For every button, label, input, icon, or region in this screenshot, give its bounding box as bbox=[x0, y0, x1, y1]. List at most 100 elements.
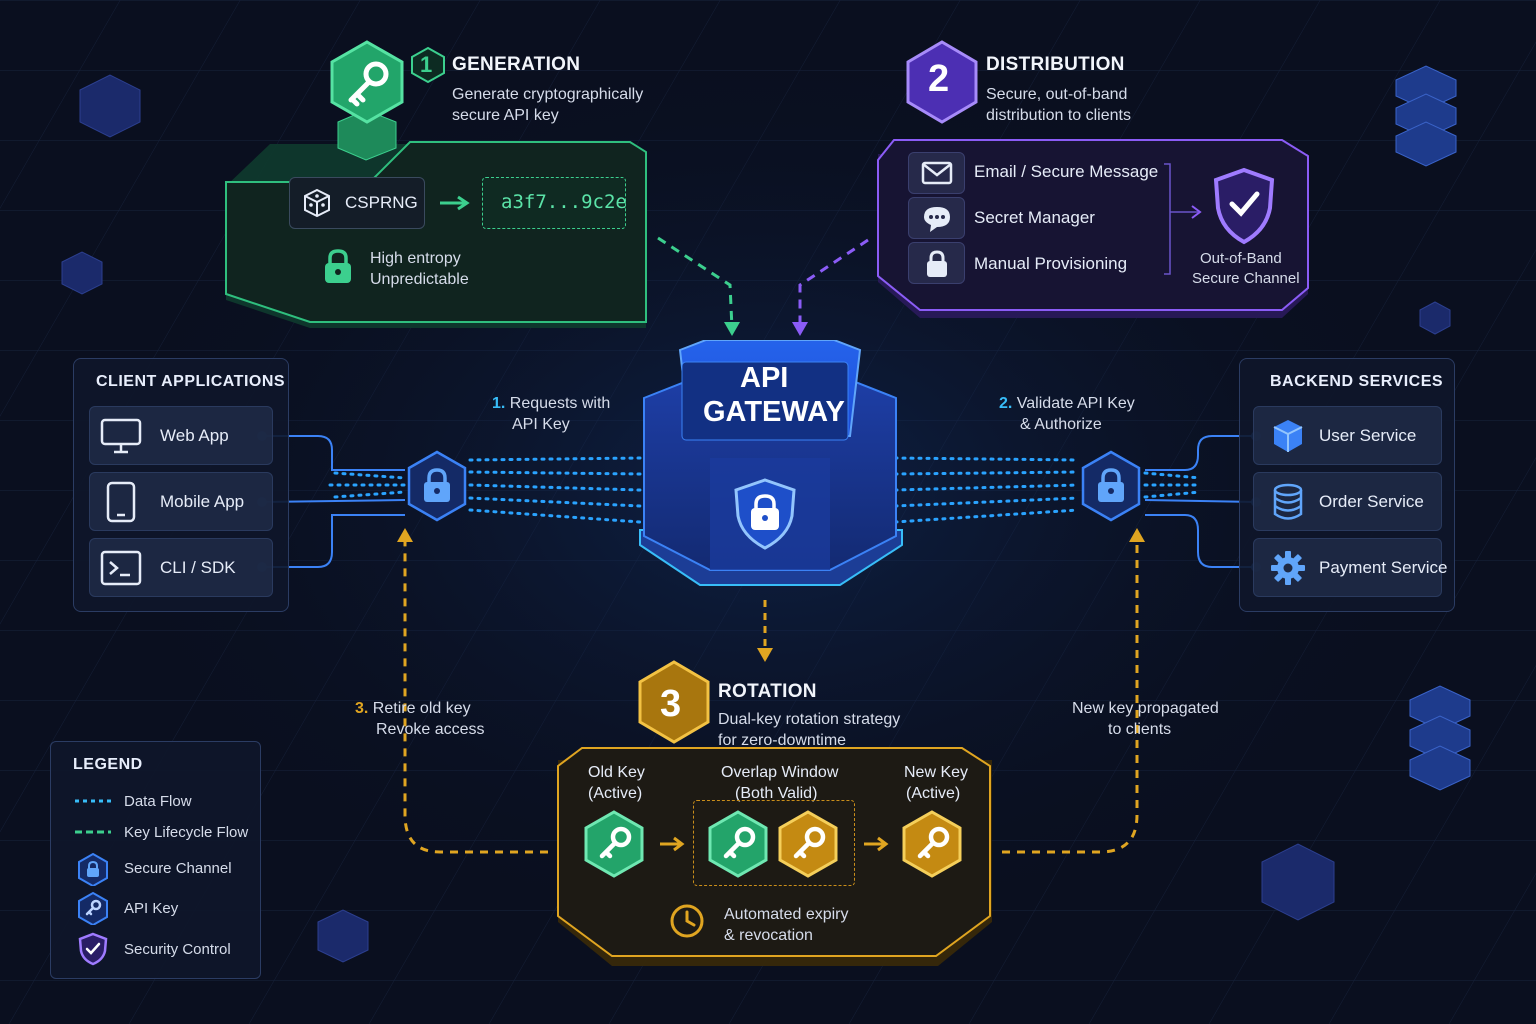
client-web-app-label: Web App bbox=[160, 426, 229, 445]
overlap-window-box bbox=[693, 800, 855, 886]
blue-dotted-line bbox=[75, 799, 111, 803]
lock-icon bbox=[927, 250, 947, 277]
retire-label: 3. Retire old key bbox=[355, 700, 471, 717]
propagate-flow-line bbox=[1002, 540, 1139, 854]
arrow-right-icon bbox=[660, 836, 685, 852]
gateway-title-1: API bbox=[740, 362, 789, 394]
legend-secure-channel: Secure Channel bbox=[124, 860, 232, 877]
server-stack-icon bbox=[1395, 65, 1471, 791]
distribution-flow-line bbox=[798, 238, 869, 328]
old-key-icon bbox=[584, 810, 644, 878]
overlap-label-1: Overlap Window bbox=[721, 764, 839, 781]
green-dashed-line bbox=[75, 830, 111, 834]
dice-icon bbox=[304, 188, 330, 218]
legend-api-key: API Key bbox=[124, 900, 179, 917]
monitor-icon bbox=[100, 418, 142, 454]
terminal-icon bbox=[100, 550, 142, 586]
distribution-item-email bbox=[908, 152, 965, 194]
backend-secure-channel-lock bbox=[1081, 450, 1141, 522]
client-mobile-app-label: Mobile App bbox=[160, 492, 245, 511]
lock-hexagon-icon bbox=[78, 852, 108, 886]
client-mobile-app[interactable]: Mobile App bbox=[89, 472, 273, 531]
rotation-keys bbox=[584, 810, 962, 878]
gateway-shield-icon bbox=[734, 478, 796, 550]
distribution-item-secret-manager bbox=[908, 197, 965, 239]
legend-data-flow: Data Flow bbox=[124, 793, 192, 810]
generation-number: 1 bbox=[420, 52, 433, 77]
propagate-label: New key propagated bbox=[1072, 700, 1219, 717]
requests-label: 1. Requests with bbox=[492, 395, 611, 412]
gear-icon bbox=[1271, 551, 1305, 585]
client-cli-sdk-label: CLI / SDK bbox=[160, 558, 236, 577]
legend-security-control: Security Control bbox=[124, 941, 231, 958]
generation-subtitle-1: Generate cryptographically bbox=[452, 86, 644, 103]
retire-flow-line bbox=[403, 540, 548, 854]
validate-label-2: & Authorize bbox=[1020, 416, 1102, 433]
rotation-subtitle-1: Dual-key rotation strategy bbox=[718, 711, 901, 728]
generation-number-badge bbox=[411, 46, 445, 84]
distribution-bracket bbox=[1164, 163, 1202, 275]
smartphone-icon bbox=[106, 481, 136, 523]
rotation-title: ROTATION bbox=[718, 681, 817, 702]
generation-title: GENERATION bbox=[452, 54, 581, 75]
backend-order-service[interactable]: Order Service bbox=[1253, 472, 1442, 531]
legend-key-lifecycle: Key Lifecycle Flow bbox=[124, 824, 249, 841]
distribution-item-email-label: Email / Secure Message bbox=[974, 162, 1159, 181]
backend-user-service-label: User Service bbox=[1319, 426, 1417, 445]
generated-key-box: a3f7...9c2e bbox=[482, 177, 627, 229]
generation-subtitle-2: secure API key bbox=[452, 107, 559, 124]
overlap-old-key-icon bbox=[708, 810, 768, 878]
csprng-box: CSPRNG bbox=[289, 177, 425, 229]
expiry-label-2: & revocation bbox=[724, 927, 813, 944]
csprng-label: CSPRNG bbox=[345, 193, 418, 212]
backend-connectors bbox=[1144, 435, 1257, 568]
gateway-title-2: GATEWAY bbox=[703, 396, 845, 428]
shield-check-icon bbox=[78, 932, 108, 966]
overlap-label-2: (Both Valid) bbox=[735, 785, 818, 802]
distribution-panel bbox=[877, 40, 1309, 318]
api-gateway bbox=[639, 340, 903, 586]
old-key-label-1: Old Key bbox=[588, 764, 645, 781]
retire-label-2: Revoke access bbox=[376, 721, 485, 738]
new-key-label-2: (Active) bbox=[906, 785, 961, 802]
client-cli-sdk[interactable]: CLI / SDK bbox=[89, 538, 273, 597]
validate-label: 2. Validate API Key bbox=[999, 395, 1135, 412]
generation-flow-line bbox=[657, 236, 734, 329]
chat-bubble-icon bbox=[924, 207, 950, 232]
channel-label-2: Secure Channel bbox=[1192, 270, 1300, 287]
distribution-item-secret-manager-label: Secret Manager bbox=[974, 208, 1095, 227]
backend-user-service[interactable]: User Service bbox=[1253, 406, 1442, 465]
client-web-app[interactable]: Web App bbox=[89, 406, 273, 465]
new-key-icon bbox=[902, 810, 962, 878]
backend-payment-service-label: Payment Service bbox=[1319, 558, 1448, 577]
rotation-subtitle-2: for zero-downtime bbox=[718, 732, 847, 749]
arrow-right-icon bbox=[864, 836, 889, 852]
rotation-number: 3 bbox=[660, 683, 682, 725]
channel-label-1: Out-of-Band bbox=[1200, 250, 1282, 267]
legend-title: LEGEND bbox=[73, 756, 143, 773]
shield-check-icon bbox=[1213, 167, 1275, 245]
distribution-item-manual-label: Manual Provisioning bbox=[974, 254, 1128, 273]
client-applications-title: CLIENT APPLICATIONS bbox=[96, 373, 286, 390]
rotation-panel bbox=[557, 660, 992, 966]
requests-label-2: API Key bbox=[512, 416, 570, 433]
generation-note-2: Unpredictable bbox=[370, 271, 469, 288]
overlap-new-key-icon bbox=[778, 810, 838, 878]
propagate-label-2: to clients bbox=[1108, 721, 1172, 738]
entropy-lock-icon bbox=[325, 249, 351, 283]
envelope-icon bbox=[921, 161, 953, 185]
data-flow-right bbox=[893, 456, 1202, 524]
clock-icon bbox=[670, 904, 704, 938]
key-hexagon-icon bbox=[78, 891, 108, 925]
client-secure-channel-lock bbox=[407, 450, 467, 522]
arrow-right-icon bbox=[440, 195, 470, 211]
cube-icon bbox=[1273, 420, 1303, 452]
backend-payment-service[interactable]: Payment Service bbox=[1253, 538, 1448, 597]
database-icon bbox=[1273, 483, 1303, 520]
old-key-label-2: (Active) bbox=[588, 785, 643, 802]
distribution-subtitle-2: distribution to clients bbox=[986, 107, 1131, 124]
backend-order-service-label: Order Service bbox=[1319, 492, 1424, 511]
distribution-subtitle-1: Secure, out-of-band bbox=[986, 86, 1128, 103]
decor-cube bbox=[61, 74, 1451, 963]
generation-key-icon bbox=[348, 61, 389, 107]
